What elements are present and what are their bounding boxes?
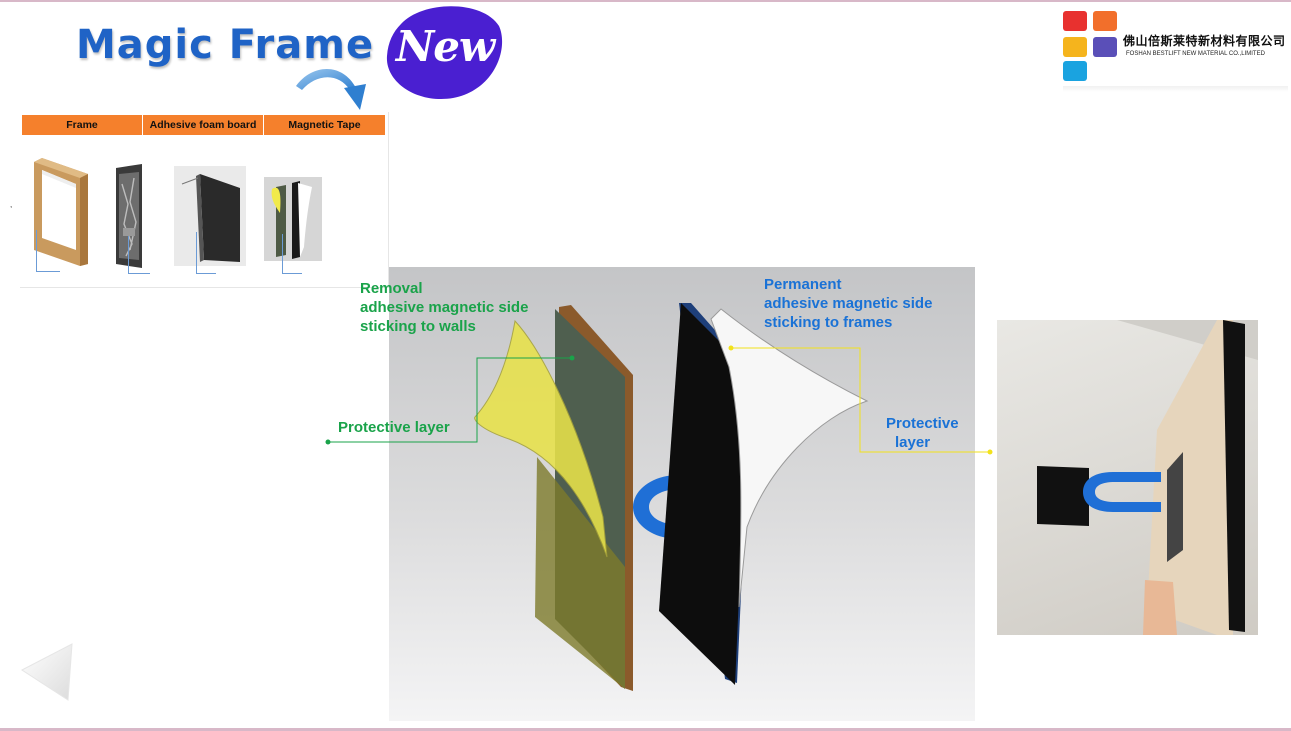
permanent-line-1: Permanent xyxy=(764,276,842,293)
removal-line-3: sticking to walls xyxy=(360,318,476,335)
header-magnetic-tape: Magnetic Tape xyxy=(264,115,385,135)
magnet-icon-photo xyxy=(1083,472,1161,512)
page-title: Magic Frame xyxy=(76,22,375,68)
components-header: Frame Adhesive foam board Magnetic Tape xyxy=(22,115,385,135)
curved-arrow-icon xyxy=(296,69,366,110)
right-protective-label: Protective layer xyxy=(886,414,959,452)
logo-shadow xyxy=(1063,86,1288,92)
left-protective-label: Protective layer xyxy=(338,419,450,436)
frame-magnet-patch xyxy=(1167,452,1183,562)
photo-print-thumbnail xyxy=(116,164,142,268)
new-badge-label: New xyxy=(395,22,495,71)
left-panel-olive xyxy=(535,457,625,689)
logo-square-orange xyxy=(1093,11,1117,31)
removal-line-1: Removal xyxy=(360,280,423,297)
foam-board-bracket xyxy=(196,232,216,274)
right-panel-black xyxy=(659,303,749,685)
foam-board-thumbnail xyxy=(174,166,246,266)
previous-slide-button[interactable] xyxy=(16,640,80,704)
magnetic-tape-bracket xyxy=(282,234,302,274)
company-name-cn: 佛山倍斯莱特新材料有限公司 xyxy=(1123,34,1286,48)
new-badge-icon xyxy=(386,6,503,99)
frame-bracket xyxy=(36,230,60,272)
removal-side-label: Removal adhesive magnetic side sticking … xyxy=(360,279,528,336)
print-bracket xyxy=(128,236,150,274)
right-protective-line-2: layer xyxy=(895,434,931,451)
company-logo: 佛山倍斯莱特新材料有限公司 FOSHAN BESTLIFT NEW MATERI… xyxy=(1060,8,1288,88)
right-protective-line-1: Protective xyxy=(886,415,959,432)
wall-magnet-patch xyxy=(1037,466,1089,526)
magnetic-tape-thumbnail xyxy=(264,177,322,261)
logo-square-yellow xyxy=(1063,37,1087,57)
permanent-side-label: Permanent adhesive magnetic side stickin… xyxy=(764,275,932,332)
components-panel: Frame Adhesive foam board Magnetic Tape xyxy=(20,112,389,288)
company-name-en: FOSHAN BESTLIFT NEW MATERIAL CO.,LIMITED xyxy=(1126,51,1265,57)
wooden-frame-thumbnail xyxy=(34,158,88,266)
header-foam-board: Adhesive foam board xyxy=(143,115,264,135)
header-frame: Frame xyxy=(22,115,143,135)
permanent-line-3: sticking to frames xyxy=(764,314,893,331)
logo-square-blue xyxy=(1063,61,1087,81)
stray-mark: , xyxy=(10,200,13,209)
permanent-line-2: adhesive magnetic side xyxy=(764,295,933,312)
wall-mount-photo xyxy=(997,320,1258,635)
removal-line-2: adhesive magnetic side xyxy=(360,299,529,316)
logo-square-purple xyxy=(1093,37,1117,57)
logo-square-red xyxy=(1063,11,1087,31)
